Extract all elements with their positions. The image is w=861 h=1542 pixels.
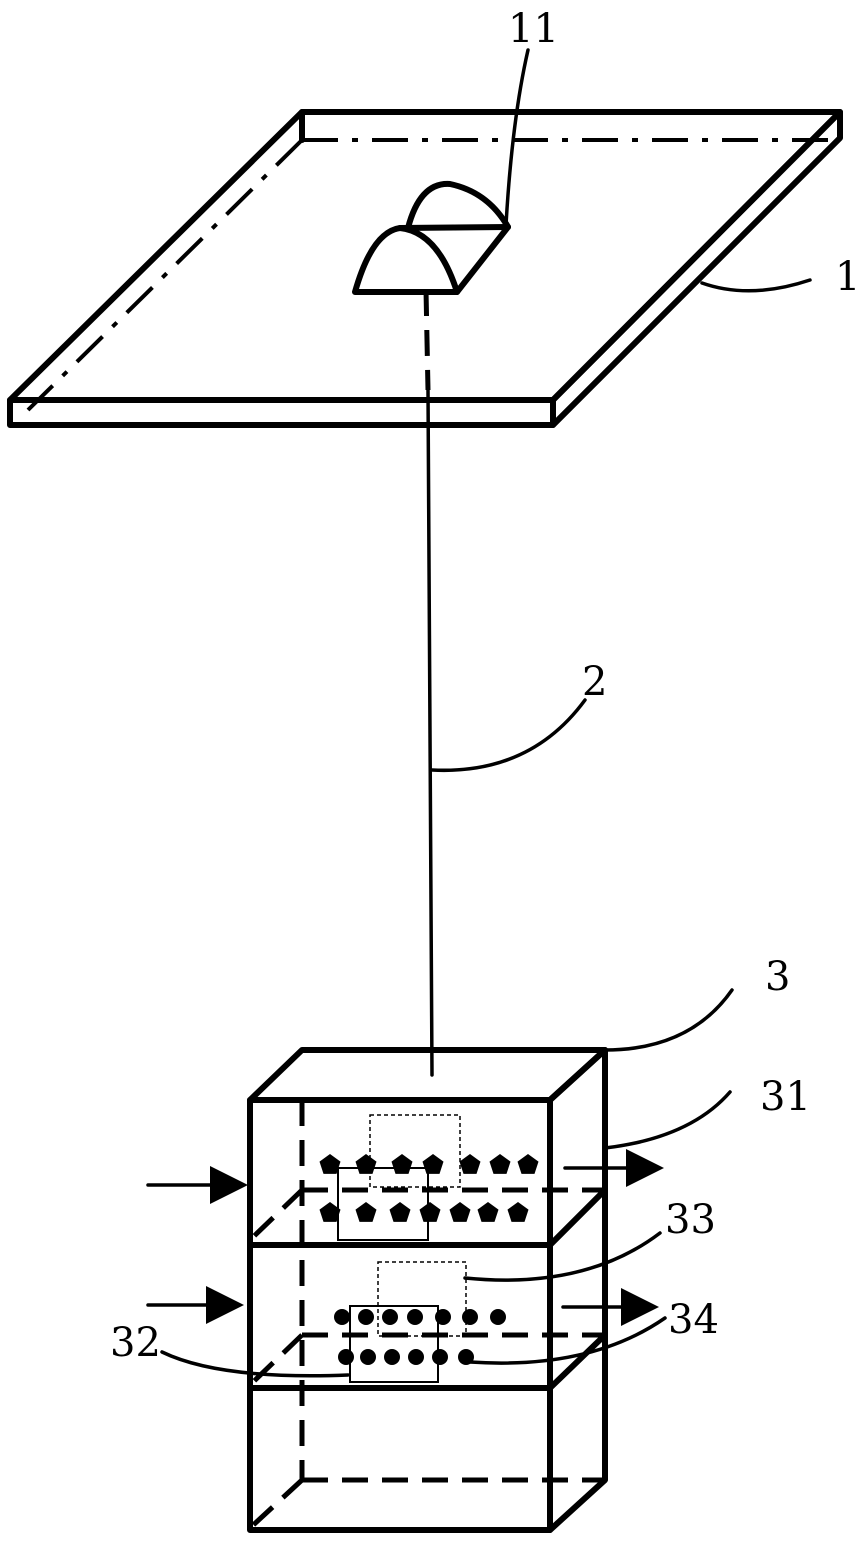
lower-back-module xyxy=(377,1261,467,1337)
emitter-side xyxy=(454,224,511,295)
lower-front-module xyxy=(349,1305,439,1383)
emitter-front-arc xyxy=(352,225,460,295)
dot-row-lower xyxy=(338,1349,474,1365)
leader-11 xyxy=(504,48,530,227)
dot-row-upper xyxy=(334,1309,506,1325)
inlet-arrow-upper-head xyxy=(210,1166,248,1204)
pentagon-marker xyxy=(422,1154,444,1174)
plate-hidden-left-edge xyxy=(26,138,304,412)
pentagon-marker xyxy=(319,1202,341,1222)
label-3: 3 xyxy=(765,954,790,1000)
lower-module-group xyxy=(334,1261,506,1383)
outlet-arrow-lower-head xyxy=(621,1288,659,1326)
leader-1 xyxy=(700,278,812,293)
label-11: 11 xyxy=(508,6,559,52)
inlet-arrow-lower-head xyxy=(206,1286,244,1324)
label-33: 33 xyxy=(665,1197,716,1243)
pentagon-marker xyxy=(419,1202,441,1222)
divider-side-1 xyxy=(547,1187,608,1248)
pentagon-marker xyxy=(319,1154,341,1174)
dot-marker xyxy=(358,1309,374,1325)
dot-marker xyxy=(407,1309,423,1325)
label-2: 2 xyxy=(582,659,607,705)
upper-back-module xyxy=(369,1114,461,1188)
hidden-diag-2 xyxy=(248,1333,304,1387)
plate-front-edge xyxy=(7,397,556,428)
plate-right-edge xyxy=(550,109,843,428)
pentagon-marker xyxy=(355,1202,377,1222)
dot-marker xyxy=(432,1349,448,1365)
dot-marker xyxy=(435,1309,451,1325)
emitter-back-arc xyxy=(405,180,511,231)
leader-3 xyxy=(603,988,734,1052)
pentagon-marker xyxy=(459,1154,481,1174)
upper-front-module xyxy=(337,1167,429,1241)
emitter-hidden-stem xyxy=(423,289,431,391)
plate-top-face xyxy=(7,109,843,403)
label-32: 32 xyxy=(110,1320,161,1366)
hidden-diag-3 xyxy=(248,1478,304,1530)
pentagon-marker xyxy=(517,1154,539,1174)
label-1: 1 xyxy=(835,254,860,300)
cabinet xyxy=(247,1047,608,1533)
pentagon-marker xyxy=(507,1202,529,1222)
label-31: 31 xyxy=(760,1074,811,1120)
leader-32 xyxy=(160,1350,350,1378)
pentagon-marker xyxy=(355,1154,377,1174)
pentagon-marker xyxy=(477,1202,499,1222)
dot-marker xyxy=(382,1309,398,1325)
pentagon-marker xyxy=(389,1202,411,1222)
emitter-ridge xyxy=(397,224,511,231)
dot-marker xyxy=(408,1349,424,1365)
leader-34 xyxy=(468,1316,667,1365)
leader-33 xyxy=(463,1231,662,1282)
pentagon-marker xyxy=(449,1202,471,1222)
upper-module-group xyxy=(319,1114,539,1241)
leader-lines xyxy=(160,48,812,1378)
dot-marker xyxy=(490,1309,506,1325)
dot-marker xyxy=(360,1349,376,1365)
pentagon-marker xyxy=(489,1154,511,1174)
pentagon-row-lower xyxy=(319,1202,529,1222)
divider-side-2 xyxy=(547,1332,608,1391)
dot-marker xyxy=(334,1309,350,1325)
outlet-arrow-upper-head xyxy=(626,1149,664,1187)
hidden-diag-1 xyxy=(248,1188,304,1242)
dot-marker xyxy=(462,1309,478,1325)
leader-31 xyxy=(603,1090,732,1150)
pentagon-row-upper xyxy=(319,1154,539,1174)
cabinet-top-face xyxy=(247,1047,608,1103)
flow-arrows xyxy=(146,1149,664,1326)
cabinet-right-face xyxy=(547,1047,608,1533)
pentagon-marker xyxy=(391,1154,413,1174)
plate xyxy=(7,109,843,428)
dot-marker xyxy=(338,1349,354,1365)
cable xyxy=(426,388,434,1077)
label-34: 34 xyxy=(668,1297,719,1343)
dot-marker xyxy=(384,1349,400,1365)
leader-2 xyxy=(430,698,587,773)
emitter-dome xyxy=(352,180,511,391)
